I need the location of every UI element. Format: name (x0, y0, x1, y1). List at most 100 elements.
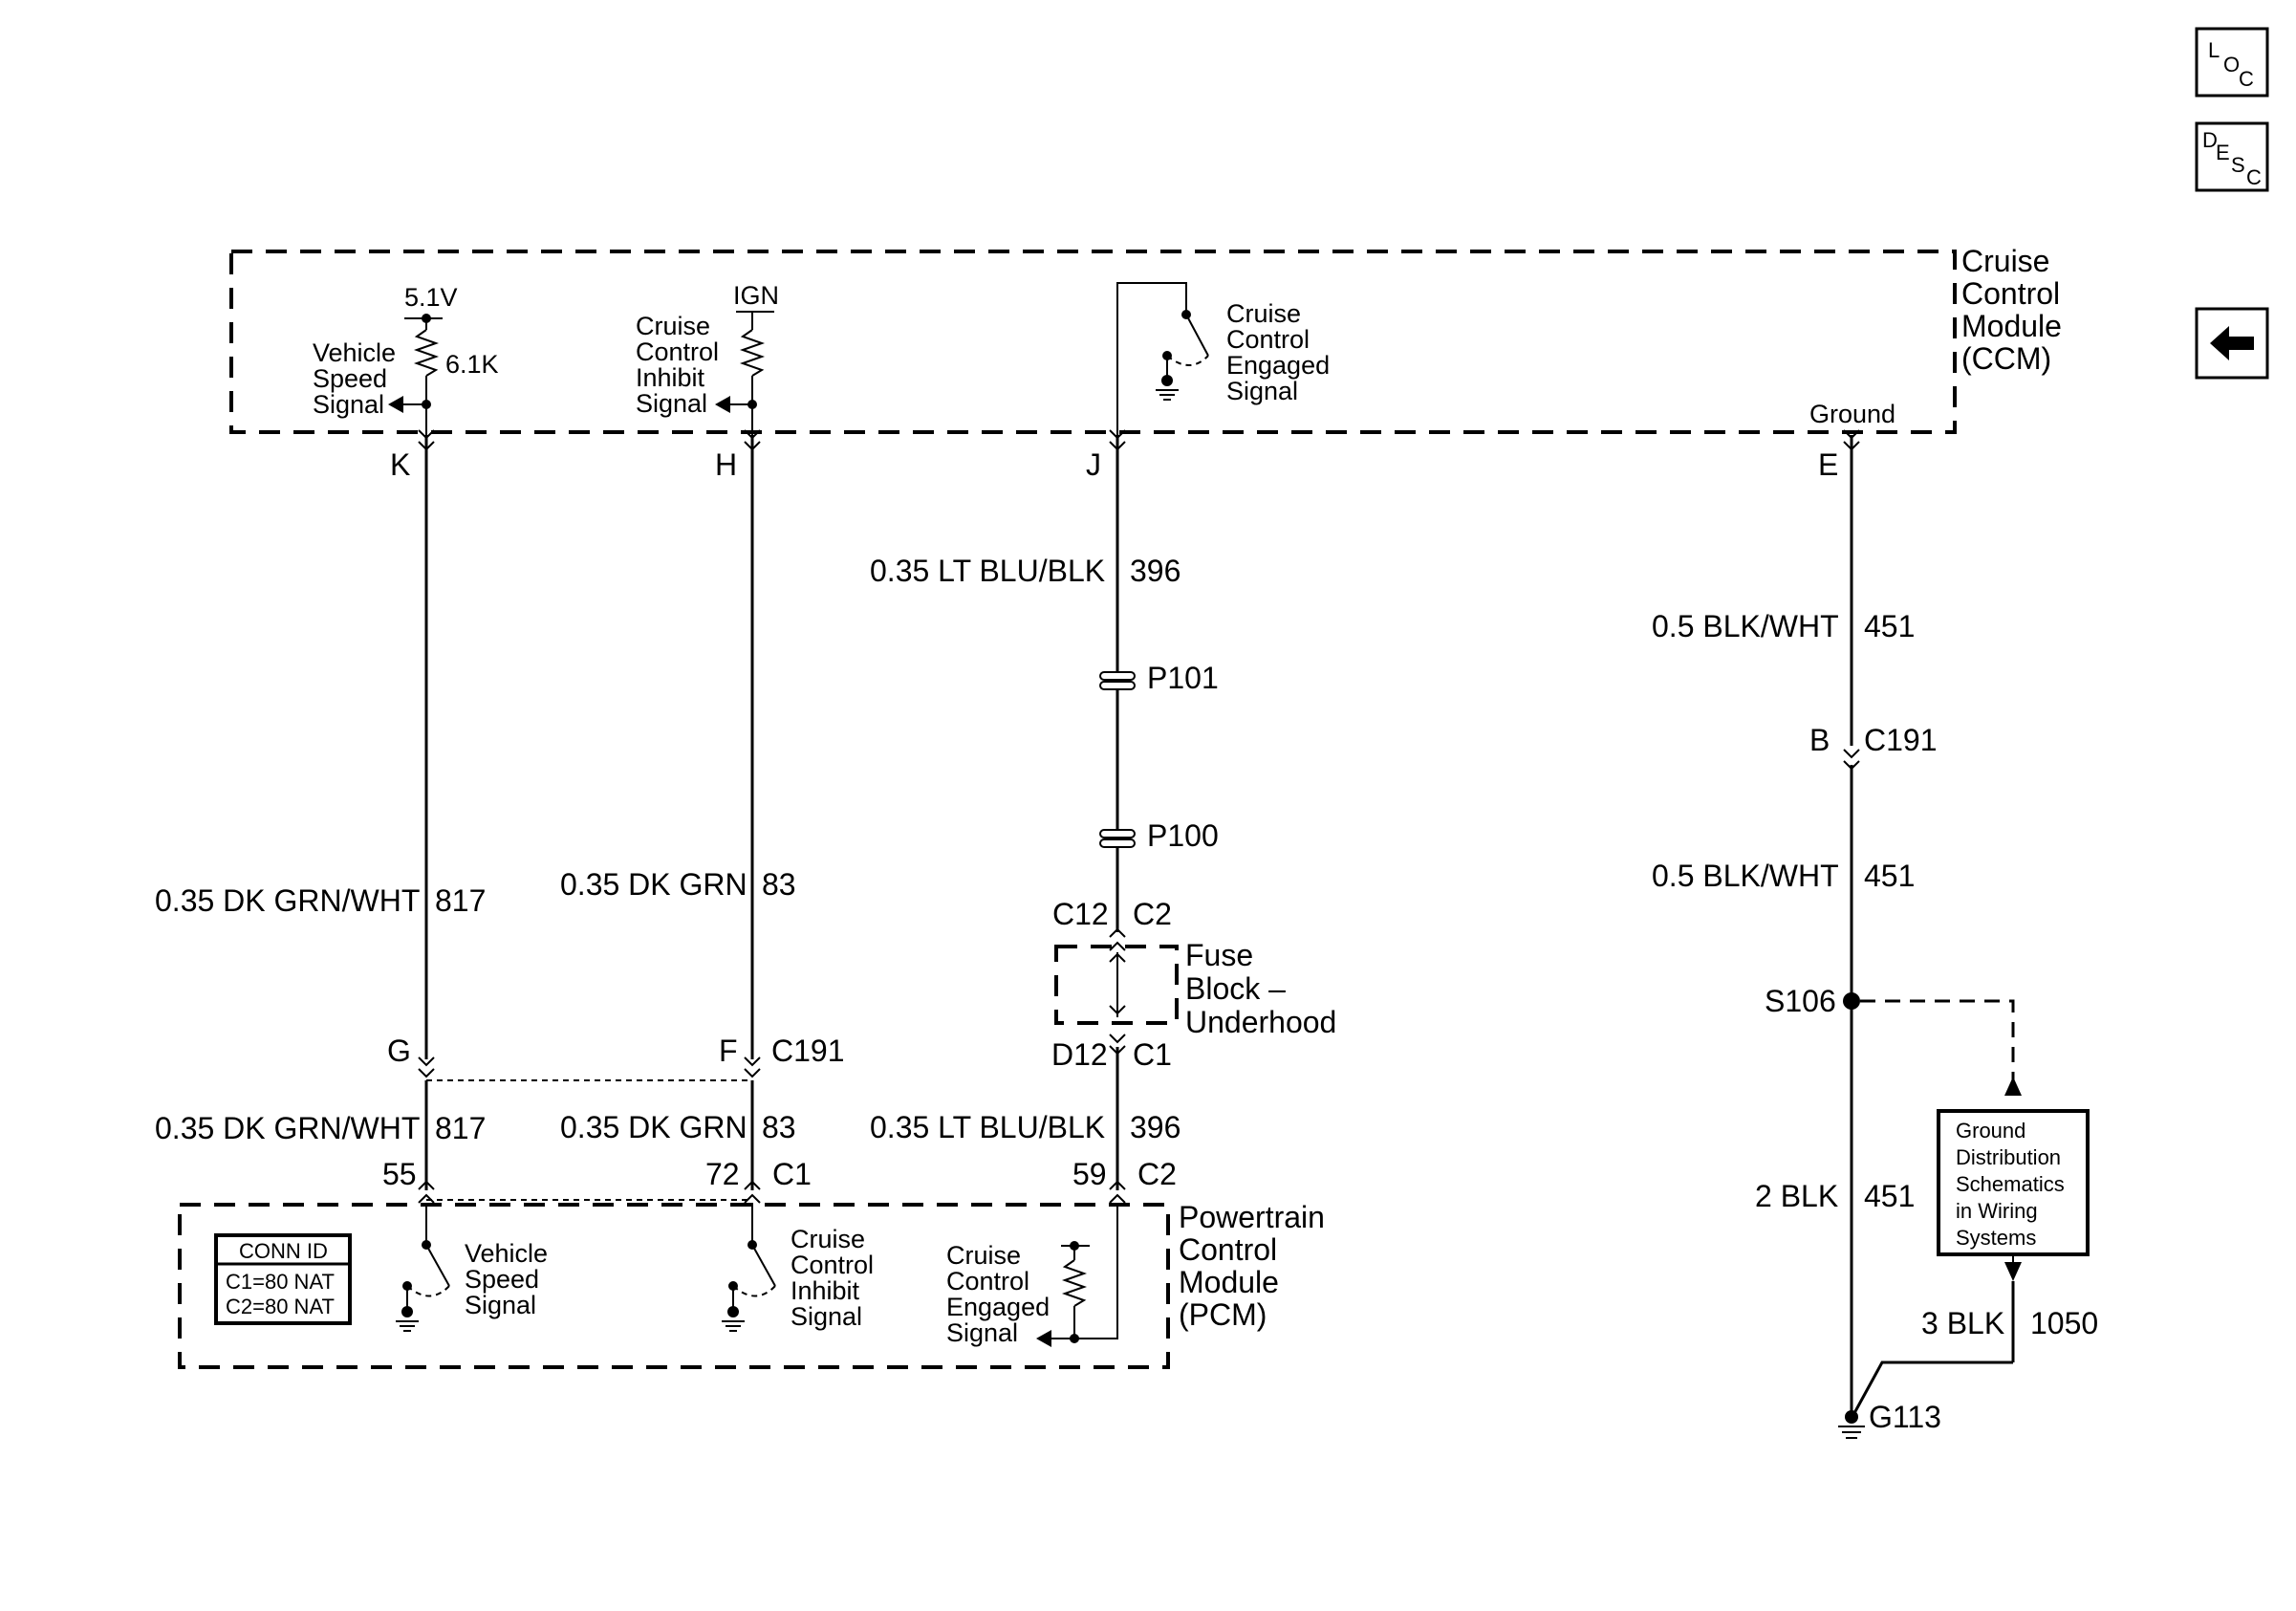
pcm-pin-59: 59 (1072, 1157, 1107, 1191)
wire-83-label-2: 0.35 DK GRN (560, 1110, 747, 1144)
splice-s106-label: S106 (1765, 984, 1836, 1018)
pcm-pin-72: 72 (705, 1157, 740, 1191)
wire-451-num: 451 (1864, 609, 1915, 643)
connector-p101: P101 (1099, 661, 1219, 695)
svg-text:Ground: Ground (1956, 1119, 2025, 1143)
ground-g113-icon (1838, 1410, 1865, 1439)
svg-text:C: C (2239, 67, 2254, 91)
svg-text:Control: Control (1226, 325, 1310, 354)
svg-text:Schematics: Schematics (1956, 1172, 2065, 1196)
svg-text:L: L (2208, 38, 2220, 62)
pin-f: F (719, 1034, 738, 1068)
wire-396-num-2: 396 (1130, 1110, 1180, 1144)
conn-d12: D12 (1051, 1037, 1108, 1072)
ccm-vss-circuit: 5.1V 6.1K Vehicle Speed Signal (313, 283, 499, 435)
svg-text:Signal: Signal (465, 1291, 536, 1319)
svg-text:(PCM): (PCM) (1179, 1297, 1267, 1332)
pcm-module-name: Powertrain Control Module (PCM) (1179, 1200, 1325, 1332)
svg-text:Vehicle: Vehicle (313, 338, 396, 367)
wire-3blk-num: 1050 (2030, 1306, 2098, 1340)
wire-817-num-2: 817 (435, 1111, 486, 1145)
svg-text:Control: Control (946, 1267, 1029, 1295)
svg-text:C1=80 NAT: C1=80 NAT (226, 1270, 335, 1294)
svg-text:Module: Module (1179, 1265, 1279, 1299)
splice-s106 (1843, 992, 1860, 1010)
svg-text:Control: Control (636, 337, 719, 366)
ground-g113-label: G113 (1869, 1400, 1941, 1434)
conn-c1-fuse: C1 (1133, 1037, 1172, 1072)
ccm-module-name: Cruise Control Module (CCM) (1961, 244, 2062, 376)
wire-817-num: 817 (435, 883, 486, 918)
svg-text:in Wiring: in Wiring (1956, 1199, 2038, 1223)
svg-text:Cruise: Cruise (946, 1241, 1021, 1270)
wire-396-label: 0.35 LT BLU/BLK (870, 554, 1105, 588)
ground-distribution-box[interactable]: Ground Distribution Schematics in Wiring… (1937, 1109, 2090, 1256)
svg-text:Block –: Block – (1185, 971, 1286, 1006)
wire-83-num: 83 (762, 867, 796, 902)
svg-text:Signal: Signal (313, 390, 384, 419)
svg-text:C: C (2246, 165, 2262, 189)
svg-text:5.1V: 5.1V (404, 283, 458, 312)
conn-c12: C12 (1052, 897, 1109, 931)
conn-c191-b: C191 (1864, 723, 1938, 757)
svg-text:Control: Control (1961, 276, 2060, 311)
left-arrow-icon (2210, 326, 2254, 360)
svg-text:Distribution: Distribution (1956, 1145, 2061, 1169)
svg-text:Fuse: Fuse (1185, 938, 1253, 972)
svg-text:Speed: Speed (313, 364, 387, 393)
wire-396-num: 396 (1130, 554, 1180, 588)
ccm-module-box (229, 250, 1957, 434)
wire-83-label: 0.35 DK GRN (560, 867, 747, 902)
ccm-inhibit-circuit: IGN Cruise Control Inhibit Signal (636, 281, 779, 435)
svg-text:Signal: Signal (946, 1318, 1018, 1347)
svg-text:Cruise: Cruise (791, 1225, 865, 1253)
pin-k: K (390, 447, 410, 482)
svg-text:P100: P100 (1147, 818, 1219, 853)
pcm-conn-c1: C1 (772, 1157, 812, 1191)
wire-817-label: 0.35 DK GRN/WHT (155, 883, 420, 918)
conn-c2-top: C2 (1133, 897, 1172, 931)
svg-text:P101: P101 (1147, 661, 1219, 695)
svg-text:Control: Control (1179, 1232, 1277, 1267)
back-button[interactable] (2195, 307, 2269, 380)
fuse-block-underhood: Fuse Block – Underhood (1054, 938, 1336, 1039)
svg-text:Speed: Speed (465, 1265, 539, 1294)
svg-text:(CCM): (CCM) (1961, 341, 2051, 376)
pin-g: G (387, 1034, 411, 1068)
pcm-conn-c2: C2 (1137, 1157, 1177, 1191)
loc-button[interactable]: L O C (2195, 27, 2269, 98)
svg-text:E: E (2216, 141, 2230, 164)
pcm-module-box (178, 1203, 1170, 1369)
svg-text:Signal: Signal (1226, 377, 1298, 405)
pcm-engaged-circuit: Cruise Control Engaged Signal (946, 1203, 1118, 1347)
pcm-vss-circuit: Vehicle Speed Signal (396, 1203, 548, 1332)
svg-text:Powertrain: Powertrain (1179, 1200, 1325, 1234)
wire-451-label-2: 0.5 BLK/WHT (1652, 859, 1839, 893)
svg-text:Cruise: Cruise (1961, 244, 2049, 278)
svg-text:Signal: Signal (791, 1302, 862, 1331)
svg-text:IGN: IGN (733, 281, 779, 310)
pin-j: J (1086, 447, 1101, 482)
svg-text:O: O (2223, 53, 2240, 76)
svg-text:S: S (2231, 153, 2245, 177)
svg-text:Control: Control (791, 1251, 874, 1279)
svg-text:C2=80 NAT: C2=80 NAT (226, 1295, 335, 1318)
svg-text:Vehicle: Vehicle (465, 1239, 548, 1268)
wire-2blk-label: 2 BLK (1755, 1179, 1838, 1213)
conn-id-table: CONN ID C1=80 NAT C2=80 NAT (214, 1233, 352, 1325)
wire-451-num-2: 451 (1864, 859, 1915, 893)
svg-text:Cruise: Cruise (1226, 299, 1301, 328)
svg-text:Cruise: Cruise (636, 312, 710, 340)
pin-h: H (715, 447, 737, 482)
pin-e: E (1818, 447, 1838, 482)
svg-text:Module: Module (1961, 309, 2062, 343)
conn-c191-a: C191 (771, 1034, 845, 1068)
desc-button[interactable]: D E S C (2195, 121, 2269, 192)
pcm-pin-55: 55 (382, 1157, 417, 1191)
svg-text:Engaged: Engaged (1226, 351, 1330, 380)
wire-451-label: 0.5 BLK/WHT (1652, 609, 1839, 643)
wire-83-num-2: 83 (762, 1110, 796, 1144)
svg-text:6.1K: 6.1K (445, 350, 499, 379)
svg-text:Underhood: Underhood (1185, 1005, 1336, 1039)
svg-text:Inhibit: Inhibit (791, 1276, 860, 1305)
